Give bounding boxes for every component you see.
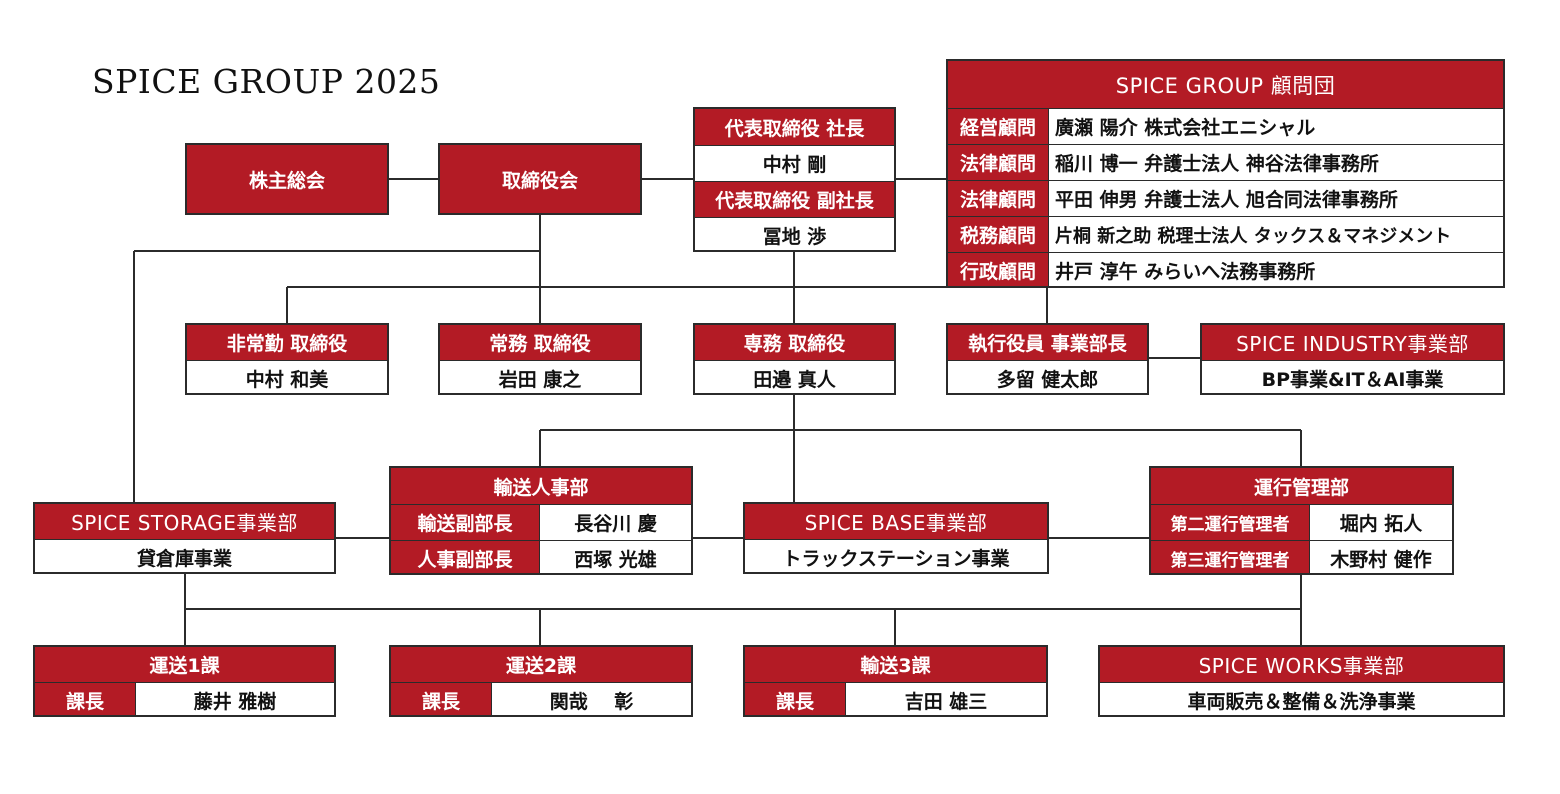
operations-name: 木野村 健作 xyxy=(1309,540,1452,573)
shareholders-label: 株主総会 xyxy=(187,145,387,213)
base-division-header: SPICE BASE事業部 xyxy=(745,504,1047,539)
works-division-box: SPICE WORKS事業部 車両販売＆整備＆洗浄事業 xyxy=(1098,645,1505,717)
transport-hr-name: 西塚 光雄 xyxy=(539,540,691,573)
president-role: 代表取締役 社長 xyxy=(695,109,894,145)
base-division-box: SPICE BASE事業部 トラックステーション事業 xyxy=(743,502,1049,574)
managing-director-box: 常務 取締役 岩田 康之 xyxy=(438,323,642,395)
industry-division-box: SPICE INDUSTRY事業部 BP事業&IT＆AI事業 xyxy=(1200,323,1505,395)
advisor-detail: 平田 伸男 弁護士法人 旭合同法律事務所 xyxy=(1048,180,1503,216)
advisor-detail: 片桐 新之助 税理士法人 タックス＆マネジメント xyxy=(1048,216,1503,252)
senior-director-role: 専務 取締役 xyxy=(695,325,894,360)
base-division-body: トラックステーション事業 xyxy=(745,539,1047,572)
president-box: 代表取締役 社長 中村 剛 代表取締役 副社長 冨地 渉 xyxy=(693,107,896,252)
transport-hr-header: 輸送人事部 xyxy=(391,468,691,504)
section-role: 課長 xyxy=(35,682,135,715)
works-division-header: SPICE WORKS事業部 xyxy=(1100,647,1503,682)
vice-president-name: 冨地 渉 xyxy=(695,217,894,250)
storage-division-box: SPICE STORAGE事業部 貸倉庫事業 xyxy=(33,502,336,574)
shareholders-box: 株主総会 xyxy=(185,143,389,215)
section-role: 課長 xyxy=(745,682,845,715)
vice-president-role: 代表取締役 副社長 xyxy=(695,181,894,217)
advisor-detail: 井戸 淳午 みらいへ法務事務所 xyxy=(1048,252,1503,286)
section-name: 吉田 雄三 xyxy=(845,682,1046,715)
section-box: 輸送3課 課長 吉田 雄三 xyxy=(743,645,1048,717)
senior-director-name: 田邉 真人 xyxy=(695,360,894,393)
advisors-box: SPICE GROUP 顧問団 経営顧問 廣瀬 陽介 株式会社エニシャル 法律顧… xyxy=(946,59,1505,288)
industry-division-body: BP事業&IT＆AI事業 xyxy=(1202,360,1503,393)
section-header: 運送1課 xyxy=(35,647,334,682)
managing-director-name: 岩田 康之 xyxy=(440,360,640,393)
transport-hr-role: 人事副部長 xyxy=(391,540,539,573)
industry-division-header: SPICE INDUSTRY事業部 xyxy=(1202,325,1503,360)
section-role: 課長 xyxy=(391,682,491,715)
executive-officer-box: 執行役員 事業部長 多留 健太郎 xyxy=(946,323,1149,395)
transport-hr-role: 輸送副部長 xyxy=(391,504,539,540)
advisors-header: SPICE GROUP 顧問団 xyxy=(948,61,1503,108)
section-box: 運送2課 課長 関哉 彰 xyxy=(389,645,693,717)
nonexec-director-box: 非常勤 取締役 中村 和美 xyxy=(185,323,389,395)
section-name: 関哉 彰 xyxy=(491,682,691,715)
nonexec-director-name: 中村 和美 xyxy=(187,360,387,393)
advisor-role: 税務顧問 xyxy=(948,216,1048,252)
advisor-role: 行政顧問 xyxy=(948,252,1048,286)
senior-director-box: 専務 取締役 田邉 真人 xyxy=(693,323,896,395)
board-box: 取締役会 xyxy=(438,143,642,215)
section-header: 輸送3課 xyxy=(745,647,1046,682)
operations-box: 運行管理部 第二運行管理者 堀内 拓人 第三運行管理者 木野村 健作 xyxy=(1149,466,1454,575)
works-division-body: 車両販売＆整備＆洗浄事業 xyxy=(1100,682,1503,715)
president-name: 中村 剛 xyxy=(695,145,894,181)
managing-director-role: 常務 取締役 xyxy=(440,325,640,360)
operations-role: 第二運行管理者 xyxy=(1151,504,1309,540)
transport-hr-name: 長谷川 慶 xyxy=(539,504,691,540)
executive-officer-role: 執行役員 事業部長 xyxy=(948,325,1147,360)
section-name: 藤井 雅樹 xyxy=(135,682,334,715)
storage-division-body: 貸倉庫事業 xyxy=(35,539,334,572)
chart-title: SPICE GROUP 2025 xyxy=(92,62,441,101)
advisor-detail: 廣瀬 陽介 株式会社エニシャル xyxy=(1048,108,1503,144)
transport-hr-box: 輸送人事部 輸送副部長 長谷川 慶 人事副部長 西塚 光雄 xyxy=(389,466,693,575)
operations-header: 運行管理部 xyxy=(1151,468,1452,504)
advisor-detail: 稲川 博一 弁護士法人 神谷法律事務所 xyxy=(1048,144,1503,180)
section-box: 運送1課 課長 藤井 雅樹 xyxy=(33,645,336,717)
section-header: 運送2課 xyxy=(391,647,691,682)
advisor-role: 経営顧問 xyxy=(948,108,1048,144)
board-label: 取締役会 xyxy=(440,145,640,213)
operations-role: 第三運行管理者 xyxy=(1151,540,1309,573)
storage-division-header: SPICE STORAGE事業部 xyxy=(35,504,334,539)
advisor-role: 法律顧問 xyxy=(948,144,1048,180)
nonexec-director-role: 非常勤 取締役 xyxy=(187,325,387,360)
executive-officer-name: 多留 健太郎 xyxy=(948,360,1147,393)
advisor-role: 法律顧問 xyxy=(948,180,1048,216)
operations-name: 堀内 拓人 xyxy=(1309,504,1452,540)
